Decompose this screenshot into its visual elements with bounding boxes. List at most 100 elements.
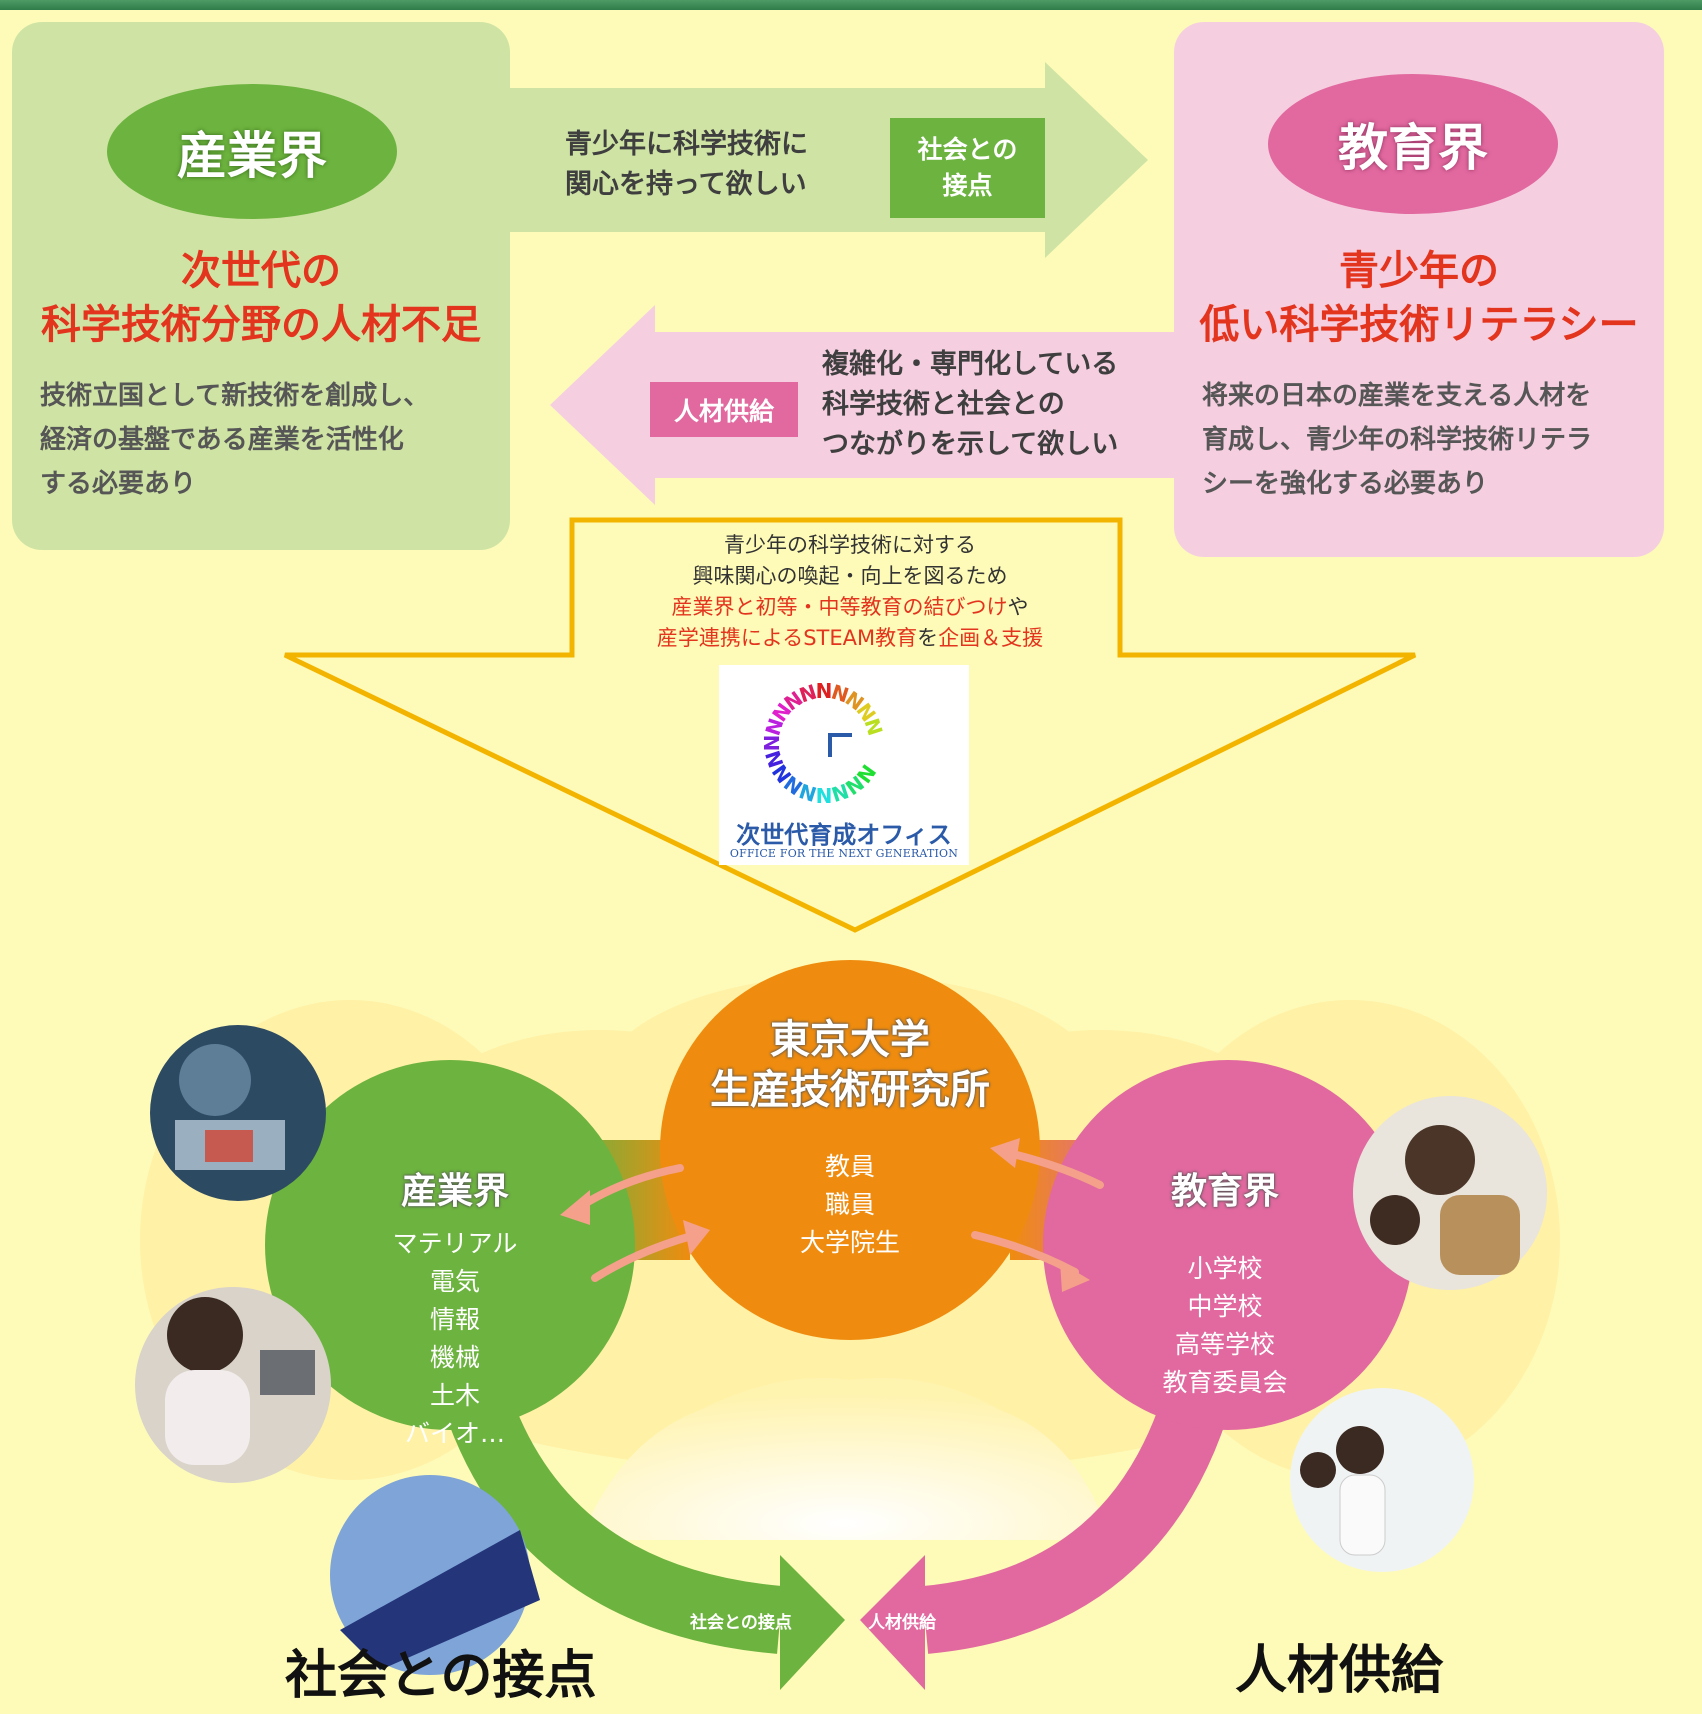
- green-flow-arrowhead: [780, 1555, 845, 1690]
- contact-tag-line1: 社会との: [917, 135, 1018, 164]
- funnel-line2: 興味関心の喚起・向上を図るため: [692, 564, 1008, 588]
- funnel-line3-tail: や: [1007, 595, 1029, 619]
- funnel-line4-red1: 産学連携によるSTEAM教育: [656, 626, 918, 650]
- industry-item: 電気: [429, 1267, 480, 1296]
- education-body-line3: シーを強化する必要あり: [1202, 469, 1489, 499]
- education-circle: [1043, 1060, 1413, 1430]
- pink-flow-arc: [921, 1380, 1233, 1654]
- center-title: 東京大学 生産技術研究所: [660, 1015, 1040, 1115]
- office-logo-subtitle: OFFICE FOR THE NEXT GENERATION: [729, 847, 959, 860]
- industry-items: マテリアル 電気 情報 機械 土木 バイオ…: [355, 1225, 555, 1453]
- industry-item: バイオ…: [404, 1419, 505, 1448]
- center-items: 教員 職員 大学院生: [760, 1148, 940, 1262]
- white-mountain: [580, 1378, 1110, 1540]
- education-oval-label: 教育界: [1338, 119, 1488, 177]
- funnel-text: 青少年の科学技術に対する 興味関心の喚起・向上を図るため 産業界と初等・中等教育…: [575, 530, 1125, 654]
- left-arrow-text-line2: 科学技術と社会との: [822, 389, 1065, 420]
- industry-item: 土木: [429, 1381, 480, 1410]
- left-arrow: [550, 305, 1182, 505]
- top-bar: [0, 0, 1702, 10]
- photo-students-desk: [1353, 1096, 1547, 1290]
- supply-tag-label: 人材供給: [673, 396, 774, 426]
- right-arrow-text-line2: 関心を持って欲しい: [565, 169, 807, 200]
- right-arrow-text: 青少年に科学技術に 関心を持って欲しい: [565, 125, 808, 205]
- funnel-line4: 産学連携によるSTEAM教育を企画＆支援: [575, 623, 1125, 654]
- education-circle-title: 教育界: [1170, 1171, 1279, 1212]
- education-headline-line2: 低い科学技術リテラシー: [1199, 302, 1639, 348]
- education-body-line2: 育成し、青少年の科学技術リテラ: [1202, 425, 1593, 455]
- logo-ring-glyph: N: [828, 679, 851, 707]
- industry-headline-line1: 次世代の: [181, 248, 341, 294]
- center-item: 職員: [824, 1190, 875, 1219]
- industry-circle: [265, 1060, 635, 1430]
- industry-circle-title: 産業界: [400, 1171, 509, 1212]
- arrow-industry-to-center: [591, 1231, 699, 1282]
- left-arrow-text-line1: 複雑化・専門化している: [822, 349, 1119, 380]
- education-item: 小学校: [1187, 1254, 1263, 1283]
- flow-label-contact: 社会との接点: [690, 1613, 792, 1633]
- industry-oval-label: 産業界: [177, 126, 327, 185]
- logo-ring-glyph: N: [816, 783, 833, 807]
- logo-ring-glyph: N: [760, 747, 788, 770]
- left-arrow-text-line3: つながりを示して欲しい: [822, 429, 1119, 460]
- center-item: 教員: [824, 1152, 875, 1181]
- industry-item: 機械: [429, 1343, 480, 1372]
- funnel-line4-red2: 企画＆支援: [938, 626, 1044, 650]
- industry-item: マテリアル: [392, 1229, 518, 1258]
- education-item: 教育委員会: [1162, 1368, 1288, 1397]
- funnel-line3: 産業界と初等・中等教育の結びつけや: [575, 592, 1125, 623]
- education-headline-line1: 青少年の: [1339, 248, 1499, 294]
- industry-headline-line2: 科学技術分野の人材不足: [41, 302, 481, 348]
- contact-tag-line2: 接点: [942, 171, 993, 200]
- industry-body-line2: 経済の基盤である産業を活性化: [40, 425, 404, 455]
- photo-students-board: [1290, 1388, 1474, 1572]
- pink-flow-arrowhead: [860, 1555, 925, 1690]
- green-flow-arc: [448, 1397, 784, 1654]
- industry-headline: 次世代の 科学技術分野の人材不足: [12, 244, 510, 352]
- photo-lab-microscope: [150, 1025, 326, 1201]
- education-oval: 教育界: [1268, 74, 1558, 214]
- logo-ring-glyph: N: [859, 715, 887, 738]
- funnel-outline: [283, 517, 1417, 933]
- industry-body-line1: 技術立国として新技術を創成し、: [40, 381, 430, 411]
- office-logo-title: 次世代育成オフィス: [736, 821, 952, 849]
- center-item: 大学院生: [799, 1228, 900, 1257]
- logo-clock-hand: [828, 733, 852, 757]
- photo-solar-panel: [330, 1475, 540, 1675]
- education-box: 教育界 青少年の 低い科学技術リテラシー 将来の日本の産業を支える人材を 育成し…: [1174, 22, 1664, 557]
- center-title-line2: 生産技術研究所: [710, 1067, 990, 1113]
- left-arrow-text: 複雑化・専門化している 科学技術と社会との つながりを示して欲しい: [822, 345, 1118, 465]
- caption-supply: 人材供給: [1235, 1641, 1444, 1701]
- funnel-line4-mid: を: [917, 626, 939, 650]
- education-body: 将来の日本の産業を支える人材を 育成し、青少年の科学技術リテラ シーを強化する必…: [1202, 374, 1592, 506]
- logo-ring-glyph: N: [796, 778, 819, 806]
- funnel-line3-red: 産業界と初等・中等教育の結びつけ: [671, 595, 1008, 619]
- flow-label-supply: 人材供給: [868, 1613, 936, 1633]
- funnel-line1: 青少年の科学技術に対する: [724, 533, 976, 557]
- supply-tag: 人材供給: [650, 382, 798, 437]
- exchange-arrowheads: [560, 1138, 1090, 1292]
- education-body-line1: 将来の日本の産業を支える人材を: [1202, 381, 1592, 411]
- industry-item: 情報: [429, 1305, 480, 1334]
- industry-body: 技術立国として新技術を創成し、 経済の基盤である産業を活性化 する必要あり: [40, 374, 429, 506]
- industry-oval: 産業界: [107, 84, 397, 219]
- education-items: 小学校 中学校 高等学校 教育委員会: [1125, 1250, 1325, 1402]
- logo-ring-glyph: N: [828, 778, 851, 806]
- right-arrow-text-line1: 青少年に科学技術に: [565, 129, 808, 160]
- education-item: 中学校: [1187, 1292, 1263, 1321]
- caption-contact: 社会との接点: [285, 1646, 597, 1706]
- industry-box: 産業界 次世代の 科学技術分野の人材不足 技術立国として新技術を創成し、 経済の…: [12, 22, 510, 550]
- photo-researcher: [135, 1287, 331, 1483]
- center-circle: [660, 960, 1040, 1340]
- logo-ring-glyph: N: [760, 735, 784, 752]
- logo-ring-glyph: N: [816, 679, 833, 703]
- center-title-line1: 東京大学: [770, 1017, 930, 1063]
- education-item: 高等学校: [1174, 1330, 1275, 1359]
- logo-ring-glyph: N: [796, 679, 819, 707]
- education-headline: 青少年の 低い科学技術リテラシー: [1174, 244, 1664, 352]
- industry-body-line3: する必要あり: [40, 469, 197, 499]
